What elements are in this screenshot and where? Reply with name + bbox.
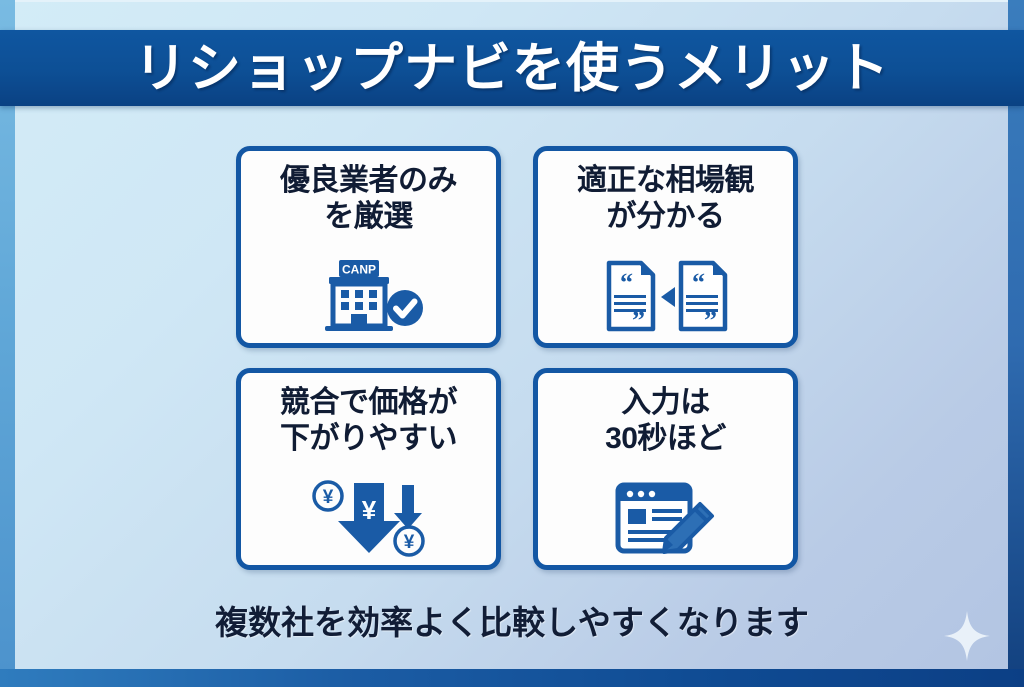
quote-documents-compare-icon: “ ” “ ” (603, 257, 729, 335)
left-edge-stripe (0, 0, 15, 687)
top-highlight-line (15, 0, 1008, 2)
benefit-card-title: 適正な相場観 が分かる (577, 164, 755, 233)
benefit-card-quality-contractors[interactable]: 優良業者のみ を厳選 CANP (236, 146, 501, 348)
benefit-card-title: 入力は 30秒ほど (605, 386, 726, 455)
footer-text: 複数社を効率よく比較しやすくなります (215, 604, 809, 641)
benefit-card-title: 競合で価格が 下がりやすい (280, 386, 458, 455)
svg-text:”: ” (704, 306, 717, 333)
sparkle-icon (944, 611, 990, 661)
benefit-card-market-price[interactable]: 適正な相場観 が分かる “ ” (533, 146, 798, 348)
title-banner: リショップナビを使うメリット (0, 30, 1024, 106)
right-edge-stripe (1008, 0, 1024, 687)
benefit-card-quick-input[interactable]: 入力は 30秒ほど (533, 368, 798, 570)
benefit-card-title: 優良業者のみ を厳選 (280, 164, 458, 233)
svg-text:”: ” (632, 306, 645, 333)
benefit-card-price-competition[interactable]: 競合で価格が 下がりやすい ¥ ¥ ¥ (236, 368, 501, 570)
verified-building-icon: CANP (313, 257, 425, 335)
svg-text:CANP: CANP (341, 263, 375, 277)
svg-text:“: “ (692, 268, 705, 297)
svg-text:¥: ¥ (361, 495, 376, 525)
page-title: リショップナビを使うメリット (134, 38, 890, 98)
svg-text:“: “ (620, 268, 633, 297)
svg-text:¥: ¥ (322, 487, 333, 508)
svg-text:¥: ¥ (403, 532, 414, 553)
bottom-edge-bar (0, 669, 1024, 687)
footer: 複数社を効率よく比較しやすくなります (0, 596, 1024, 644)
form-entry-pencil-icon (612, 479, 720, 557)
price-down-yen-arrow-icon: ¥ ¥ ¥ (310, 479, 428, 557)
benefits-grid: 優良業者のみ を厳選 CANP (236, 146, 798, 570)
